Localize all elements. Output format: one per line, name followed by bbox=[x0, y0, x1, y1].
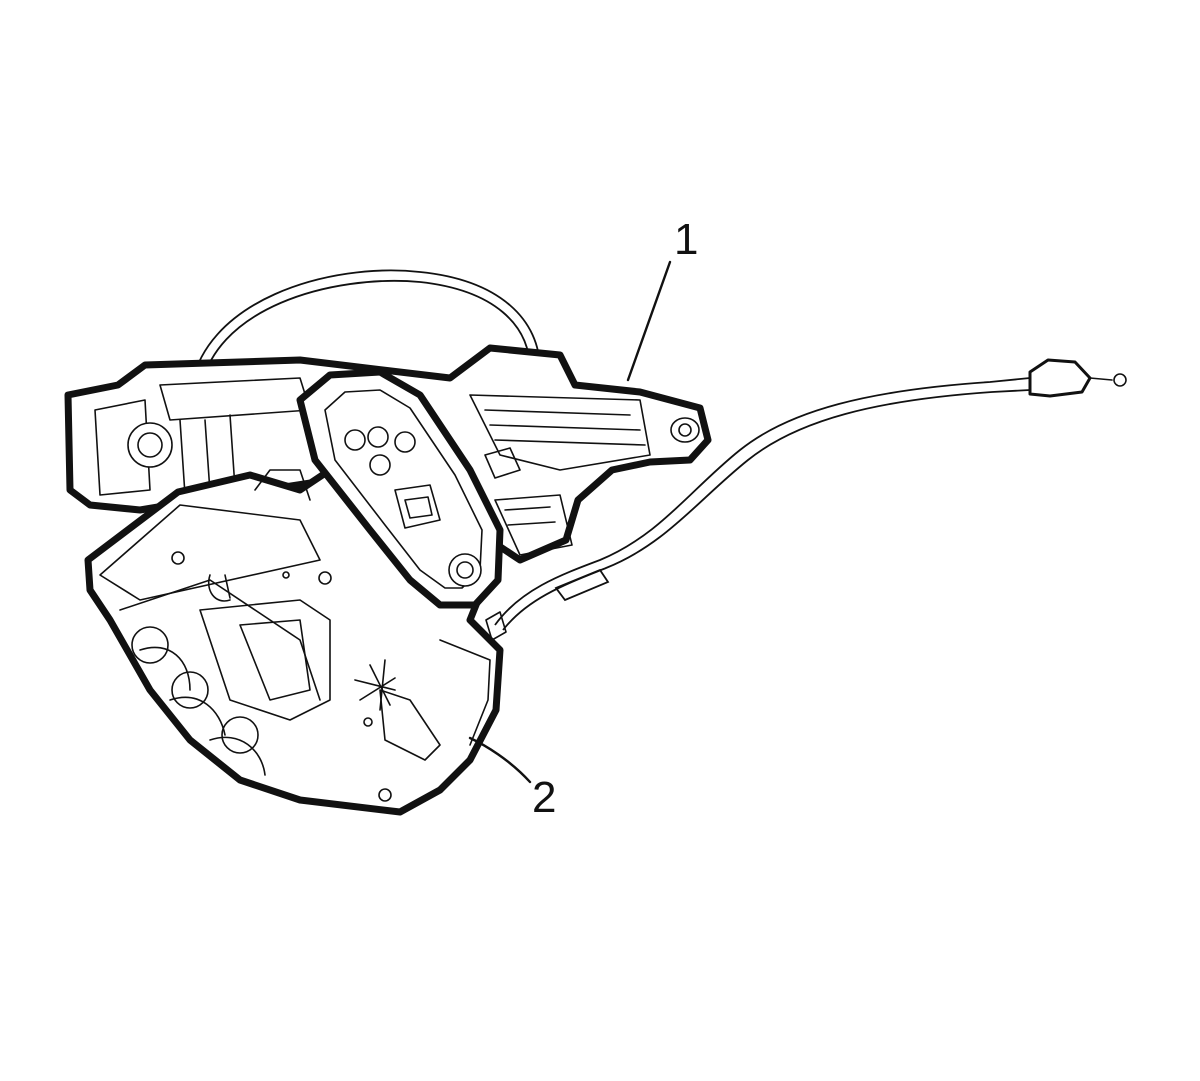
leader-line-2 bbox=[468, 736, 532, 784]
callout-label-1: 1 bbox=[674, 215, 698, 264]
release-cable bbox=[485, 358, 1127, 641]
callout-label-2: 2 bbox=[532, 773, 556, 822]
leader-line-1 bbox=[626, 260, 672, 382]
electrical-connector bbox=[296, 368, 504, 609]
callout-leaders bbox=[468, 260, 672, 784]
